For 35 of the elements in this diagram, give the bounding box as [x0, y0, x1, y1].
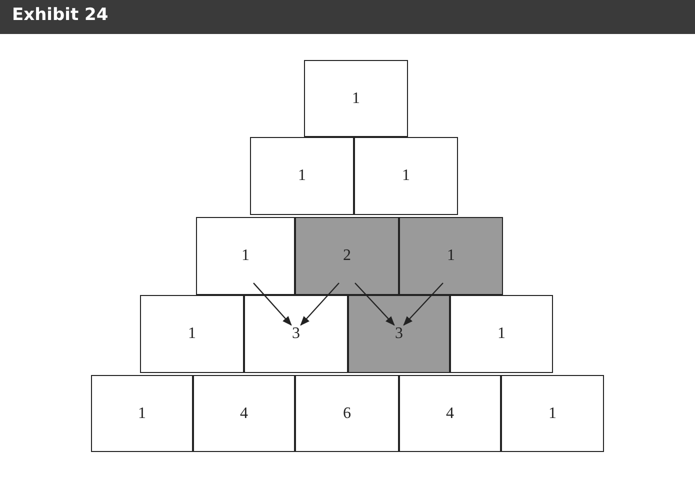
number: 1 — [352, 90, 360, 108]
number-box — [295, 375, 399, 452]
number: 1 — [447, 247, 455, 265]
number-box — [91, 375, 193, 452]
number: 1 — [138, 404, 146, 422]
number-box — [450, 295, 553, 373]
number-box — [193, 375, 295, 452]
title: Exhibit 24 — [12, 5, 108, 25]
number-box — [399, 375, 501, 452]
number-box — [501, 375, 604, 452]
arrow — [403, 282, 444, 326]
number: 4 — [240, 404, 248, 422]
number: 1 — [498, 325, 506, 343]
number-box — [196, 217, 295, 295]
number: 1 — [548, 404, 556, 422]
number-box — [295, 217, 399, 295]
number-box — [140, 295, 244, 373]
number: 1 — [298, 167, 306, 185]
number: 3 — [395, 325, 403, 343]
arrow — [253, 282, 292, 326]
number-box — [354, 137, 458, 215]
number: 1 — [188, 325, 196, 343]
arrow — [300, 282, 340, 326]
number-box — [348, 295, 450, 373]
number: 3 — [292, 325, 300, 343]
number: 1 — [402, 167, 410, 185]
number: 4 — [446, 404, 454, 422]
number-box — [244, 295, 348, 373]
arrow — [354, 282, 395, 326]
number-box — [304, 60, 408, 137]
number-box — [399, 217, 503, 295]
number: 1 — [242, 247, 250, 265]
number: 2 — [343, 247, 351, 265]
number: 6 — [343, 404, 351, 422]
number-box — [250, 137, 354, 215]
